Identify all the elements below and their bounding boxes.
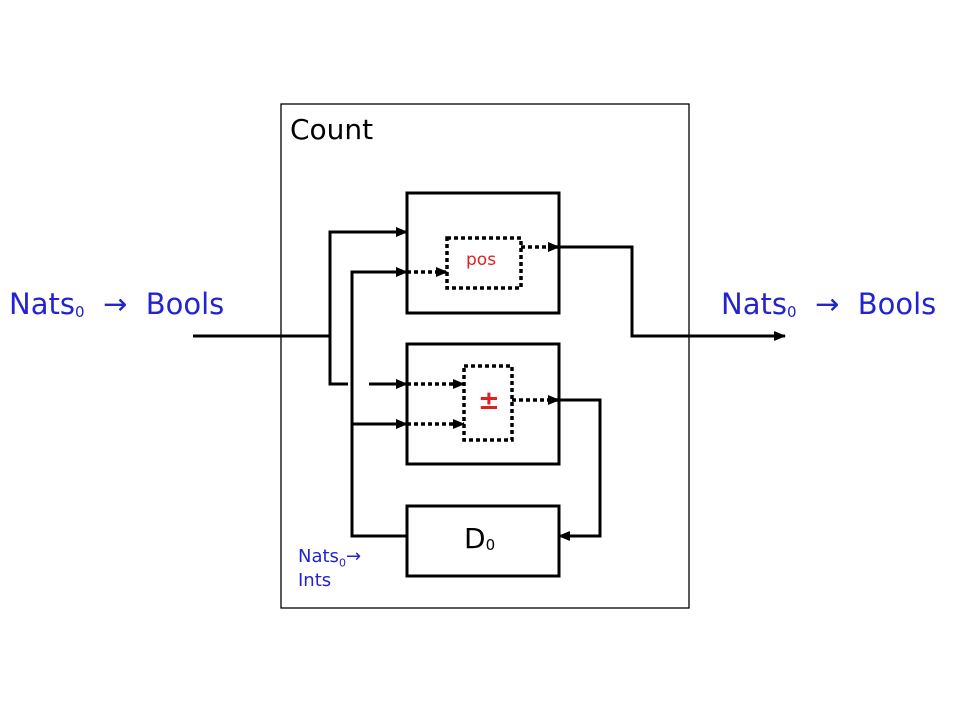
output-signal-label: Nats0 → Bools [721, 290, 936, 320]
delay-label: D0 [464, 522, 495, 555]
pos-label: pos [466, 250, 497, 270]
delay-label-base: D [464, 522, 486, 555]
plusminus-to-delay-wire [558, 398, 602, 541]
output-signal-arrow: → [814, 287, 840, 321]
pos-block [405, 191, 561, 315]
output-signal-base: Nats [721, 287, 787, 321]
internal-signal-base: Nats [298, 546, 339, 567]
feedback-wire [350, 267, 408, 538]
input-fanout-wire [328, 227, 408, 386]
internal-signal-target: Ints [298, 570, 332, 592]
delay-block [405, 504, 561, 578]
delay-label-sub: 0 [485, 536, 496, 554]
pos-operator-box [445, 236, 523, 290]
count-title: Count [290, 113, 374, 146]
internal-signal-label: Nats0→ Ints [298, 546, 361, 593]
internal-signal-sub: 0 [338, 556, 346, 570]
input-signal-target: Bools [145, 287, 225, 321]
count-frame [280, 103, 690, 609]
output-signal-target: Bools [857, 287, 937, 321]
internal-signal-arrow: → [345, 546, 362, 567]
input-signal-sub: 0 [74, 303, 85, 321]
input-signal-base: Nats [9, 287, 75, 321]
output-signal-sub: 0 [786, 303, 797, 321]
input-signal-label: Nats0 → Bools [9, 290, 224, 320]
plusminus-operator-box [462, 364, 514, 442]
output-wire [559, 245, 786, 341]
plusminus-label: ± [478, 386, 500, 416]
input-signal-arrow: → [102, 287, 128, 321]
